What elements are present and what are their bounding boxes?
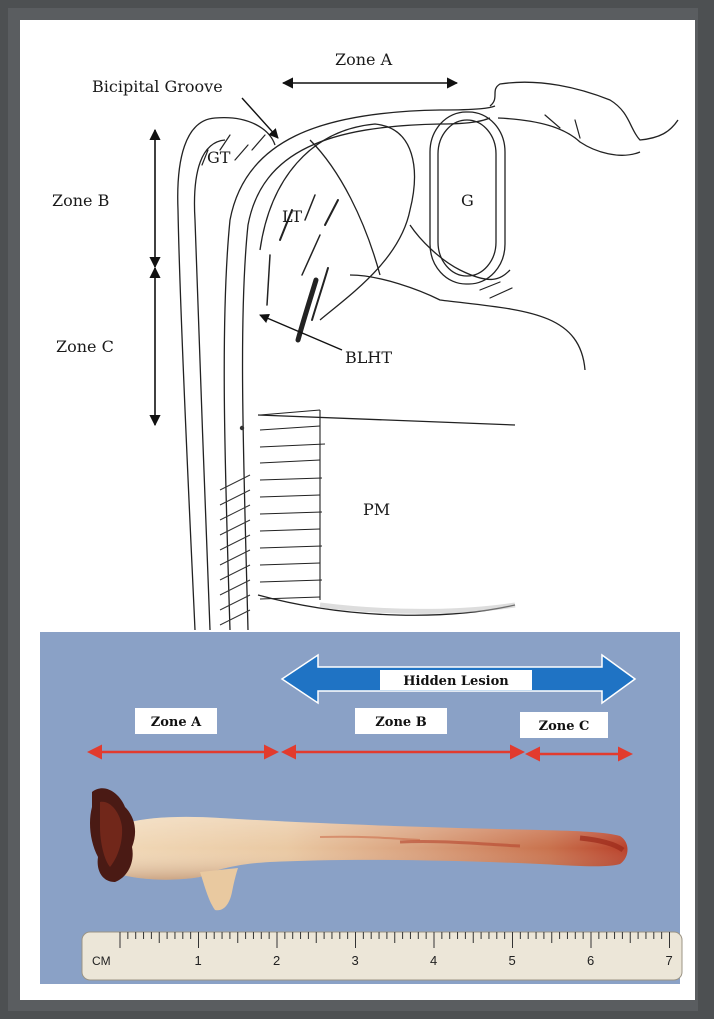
label-pm: PM xyxy=(363,500,390,519)
label-g: G xyxy=(461,191,474,210)
humerus-outline xyxy=(178,118,275,630)
biceps-tendon-inner xyxy=(243,118,490,630)
specimen-photo: Hidden Lesion Zone A Zone B Zone C xyxy=(20,632,695,992)
photo-label-zone-a: Zone A xyxy=(151,715,202,730)
ruler-number: 5 xyxy=(509,953,516,968)
label-bicipital-groove: Bicipital Groove xyxy=(92,77,223,96)
ruler: CM 1 2 3 4 5 6 7 xyxy=(82,932,682,980)
photo-label-zone-c: Zone C xyxy=(539,719,590,734)
acromion xyxy=(490,82,678,140)
greater-tuberosity-inner xyxy=(194,140,225,630)
label-blht: BLHT xyxy=(345,348,392,367)
label-lt: LT xyxy=(282,207,302,226)
lesser-tuberosity-line xyxy=(310,140,380,275)
label-zone-b: Zone B xyxy=(52,191,109,210)
shoulder-diagram: Zone A Bicipital Groove GT Zone B LT G Z… xyxy=(20,20,695,630)
photo-label-zone-b: Zone B xyxy=(375,715,426,730)
bicipital-groove-pointer xyxy=(242,98,278,138)
ruler-number: 7 xyxy=(666,953,673,968)
ruler-number: 1 xyxy=(195,953,202,968)
ruler-number: 4 xyxy=(430,953,437,968)
biceps-tendon-outer xyxy=(224,106,495,630)
hidden-lesion-label: Hidden Lesion xyxy=(403,674,509,689)
ruler-number: 6 xyxy=(587,953,594,968)
figure-panel: Zone A Bicipital Groove GT Zone B LT G Z… xyxy=(20,20,695,1000)
label-zone-c: Zone C xyxy=(56,337,114,356)
blht-pointer xyxy=(260,315,342,350)
label-zone-a: Zone A xyxy=(335,50,393,69)
ruler-number: 3 xyxy=(352,953,359,968)
label-gt: GT xyxy=(207,148,231,167)
ruler-unit-label: CM xyxy=(92,954,111,968)
ruler-number: 2 xyxy=(273,953,280,968)
